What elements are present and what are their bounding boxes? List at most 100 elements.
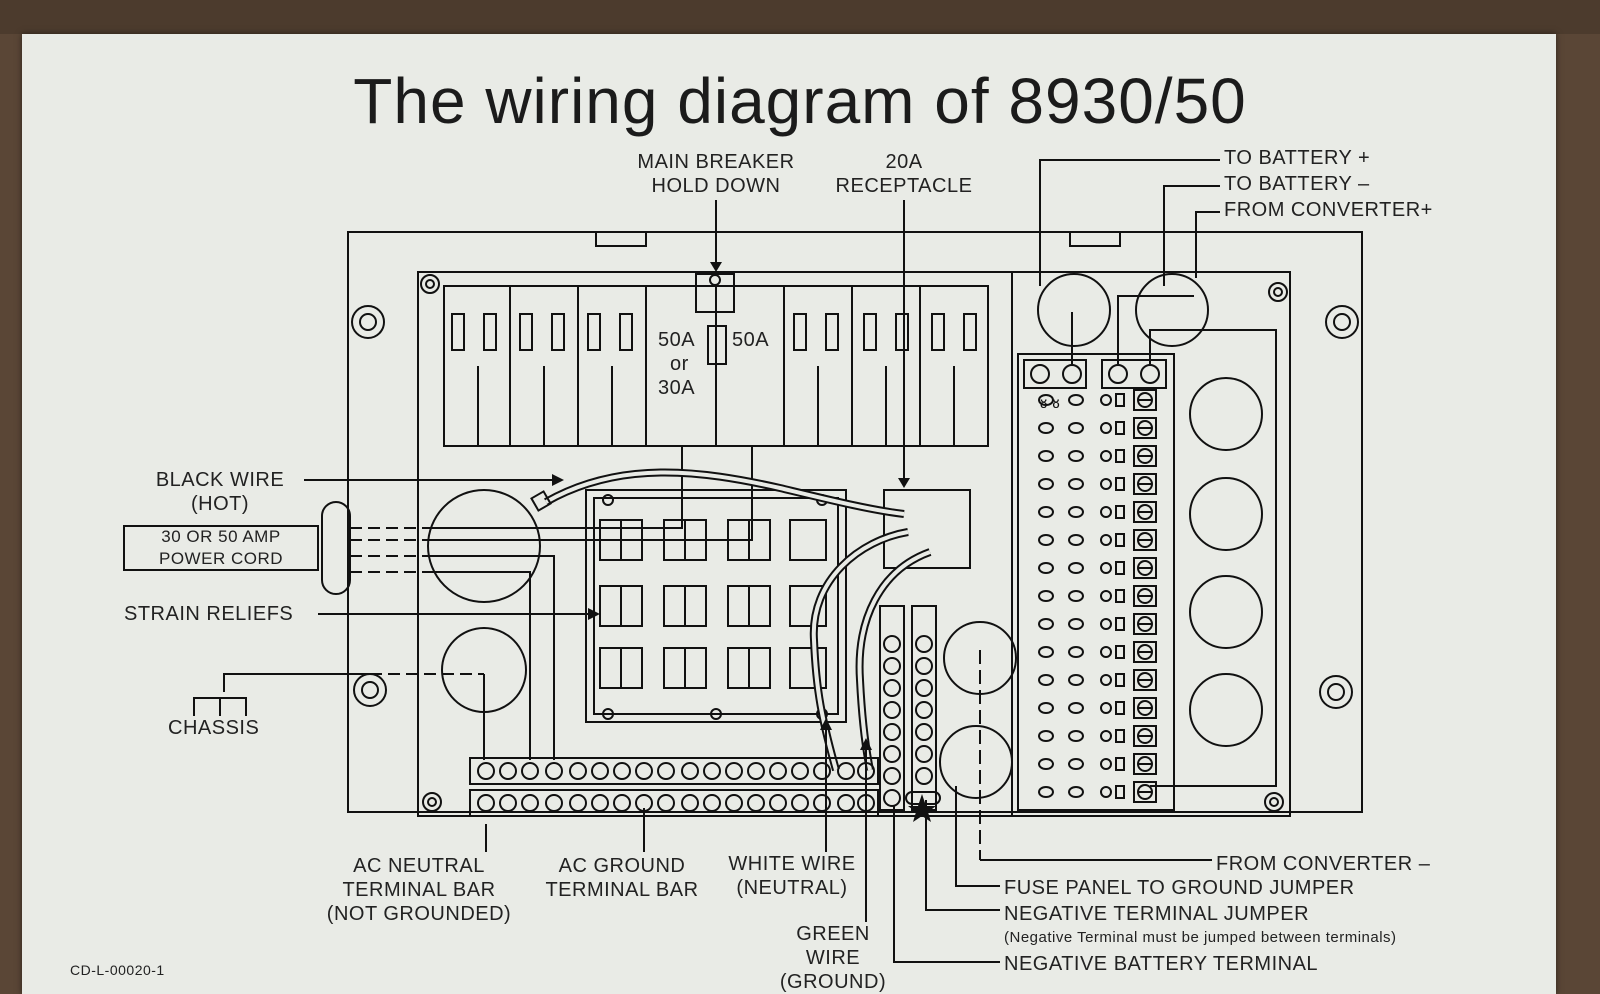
fuse-clip-icon [1038, 422, 1054, 434]
label-white-wire: WHITE WIRE (NEUTRAL) [718, 852, 866, 900]
label-fuse-jumper: FUSE PANEL TO GROUND JUMPER [1004, 877, 1355, 899]
label-ac-neutral-line1: AC NEUTRAL [353, 855, 485, 877]
led-icon [1100, 534, 1112, 546]
label-ac-neutral: AC NEUTRAL TERMINAL BAR (NOT GROUNDED) [314, 854, 524, 926]
led-icon [1100, 478, 1112, 490]
fuse-slot-icon [1115, 701, 1125, 715]
fuse-clip-icon [1038, 758, 1054, 770]
breaker-row [443, 285, 989, 447]
led-icon [1100, 506, 1112, 518]
power-cord-box [123, 525, 319, 571]
label-from-converter-pos: FROM CONVERTER+ [1224, 199, 1433, 221]
fuse-clip-icon [1038, 730, 1054, 742]
strain-relief-bushing [321, 501, 351, 595]
label-neg-jumper: NEGATIVE TERMINAL JUMPER [1004, 903, 1310, 925]
label-receptacle-line2: RECEPTACLE [835, 175, 973, 197]
label-power-cord-line1: 30 OR 50 AMP [161, 527, 281, 546]
fuse-terminal-icon [1133, 389, 1157, 411]
knockout-top-1 [1037, 273, 1111, 347]
fuse-clip-icon [1038, 534, 1054, 546]
enclosure-outline [347, 231, 1363, 813]
led-icon [1100, 562, 1112, 574]
fuse-terminal-icon [1133, 417, 1157, 439]
fuse-clip-icon [1068, 618, 1084, 630]
fuse-terminal-icon [1133, 753, 1157, 775]
fuse-clip-icon [1038, 562, 1054, 574]
label-ac-ground-line2: TERMINAL BAR [545, 879, 699, 901]
fuse-slot-icon [1115, 421, 1125, 435]
label-breaker-30a: 30A [658, 377, 696, 399]
led-icon [1100, 450, 1112, 462]
fuse-clip-icon [1038, 450, 1054, 462]
fuse-slot-icon [1115, 561, 1125, 575]
fuse-clip-icon [1038, 618, 1054, 630]
label-breaker-or: or [670, 353, 689, 375]
svg-text:ᴕ ᴕ: ᴕ ᴕ [1040, 393, 1060, 412]
label-receptacle-line1: 20A [885, 151, 923, 173]
label-ac-ground: AC GROUND TERMINAL BAR [534, 854, 710, 902]
label-green-wire-line1: GREEN [796, 923, 870, 945]
fuse-clip-icon [1068, 702, 1084, 714]
fuse-terminal-icon [1133, 781, 1157, 803]
led-icon [1100, 674, 1112, 686]
label-green-wire-line2: WIRE [805, 947, 861, 969]
label-green-wire: GREEN WIRE (GROUND) [766, 922, 900, 994]
label-to-battery-neg: TO BATTERY – [1224, 173, 1370, 195]
fuse-clip-icon [1068, 534, 1084, 546]
knockout-top-left [427, 489, 541, 603]
fuse-terminal-icon [1133, 669, 1157, 691]
fuse-clip-icon [1038, 590, 1054, 602]
label-green-wire-line3: (GROUND) [779, 971, 887, 993]
fuse-terminal-icon [1133, 641, 1157, 663]
fuse-slot-icon [1115, 757, 1125, 771]
label-main-breaker-line2: HOLD DOWN [651, 175, 781, 197]
fuse-slot-icon [1115, 533, 1125, 547]
label-receptacle: 20A RECEPTACLE [824, 150, 984, 198]
diagram-title: The wiring diagram of 8930/50 [353, 65, 1247, 137]
fuse-clip-icon [1068, 786, 1084, 798]
fuse-rows: ᴕ ᴕ [1040, 393, 1060, 412]
label-black-wire: BLACK WIRE (HOT) [136, 468, 304, 516]
fuse-clip-icon [1038, 702, 1054, 714]
label-to-battery-pos: TO BATTERY + [1224, 147, 1371, 169]
fuse-slot-icon [1115, 729, 1125, 743]
label-card [22, 34, 1556, 994]
ac-neutral-bar [469, 757, 879, 785]
fuse-clip-icon [1068, 450, 1084, 462]
mounting-holes [351, 274, 1359, 812]
dc-fuse-panel [1017, 353, 1175, 811]
ac-ground-bar [469, 789, 879, 817]
knockout-top-2 [1135, 273, 1209, 347]
label-from-converter-neg: FROM CONVERTER – [1216, 853, 1431, 875]
fuse-terminal-icon [1133, 613, 1157, 635]
led-icon [1100, 758, 1112, 770]
fuse-clip-icon [1068, 730, 1084, 742]
led-icon [1100, 618, 1112, 630]
fuse-slot-icon [1115, 477, 1125, 491]
part-number: CD-L-00020-1 [70, 962, 165, 978]
fuse-clip-icon [1068, 422, 1084, 434]
fuse-terminal-icon [1133, 585, 1157, 607]
fuse-slot-icon [1115, 617, 1125, 631]
top-tab-left [595, 231, 647, 247]
led-icon [1100, 702, 1112, 714]
led-icon [1100, 394, 1112, 406]
fuse-clip-icon [1038, 506, 1054, 518]
led-icon [1100, 422, 1112, 434]
label-breaker-50a-left: 50A [658, 329, 696, 351]
label-main-breaker: MAIN BREAKER HOLD DOWN [614, 150, 818, 198]
fuse-slot-icon [1115, 449, 1125, 463]
led-icon [1100, 646, 1112, 658]
fuse-clip-icon [1068, 478, 1084, 490]
fuse-slot-icon [1115, 645, 1125, 659]
fuse-clip-icon [1068, 674, 1084, 686]
label-strain-reliefs: STRAIN RELIEFS [124, 603, 294, 625]
led-icon [1100, 730, 1112, 742]
fuse-slot-icon [1115, 505, 1125, 519]
label-neg-jumper-note: (Negative Terminal must be jumped betwee… [1004, 929, 1397, 946]
fuse-terminal-icon [1133, 501, 1157, 523]
label-ac-neutral-line3: (NOT GROUNDED) [326, 903, 512, 925]
negative-strip-left [879, 605, 905, 811]
fuse-clip-icon [1068, 562, 1084, 574]
